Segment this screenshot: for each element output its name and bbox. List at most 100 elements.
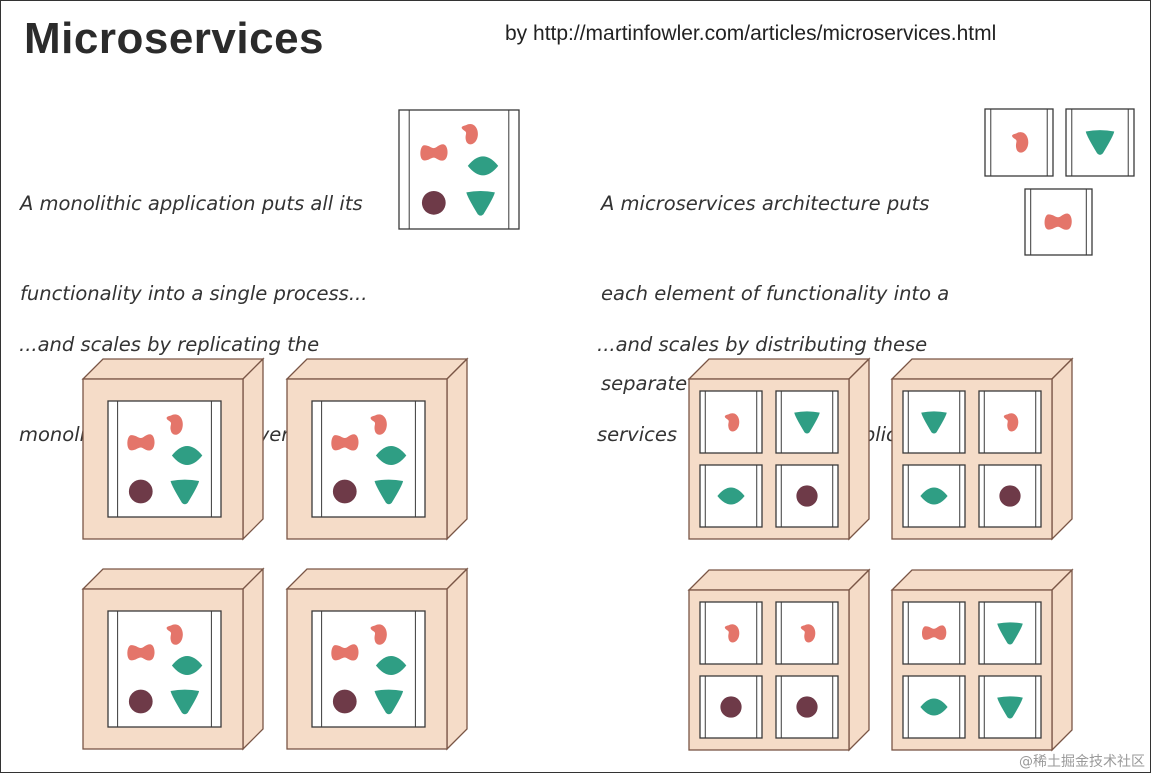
server-side-face bbox=[1051, 568, 1073, 752]
server-top-face bbox=[285, 568, 469, 590]
service-kidney bbox=[699, 601, 763, 665]
server-side-face bbox=[446, 357, 468, 541]
microservice-server bbox=[890, 357, 1074, 541]
caption-line: ...and scales by distributing these bbox=[597, 333, 928, 356]
triangle-shape-icon bbox=[466, 190, 495, 216]
circle-shape-icon bbox=[128, 479, 153, 504]
bone-shape-icon bbox=[921, 625, 947, 640]
server-top-face bbox=[285, 358, 469, 380]
service-triangle bbox=[902, 390, 966, 454]
process-box-border bbox=[107, 400, 222, 518]
server-top-face bbox=[687, 569, 871, 591]
triangle-shape-icon bbox=[170, 479, 200, 505]
page-title: Microservices bbox=[24, 14, 325, 63]
kidney-shape-icon bbox=[1003, 413, 1019, 432]
monolith-process bbox=[398, 109, 520, 230]
service-kidney bbox=[978, 390, 1042, 454]
triangle-shape-icon bbox=[997, 622, 1023, 645]
server-side-face bbox=[848, 357, 870, 541]
circle-shape-icon bbox=[421, 190, 446, 215]
circle-shape-icon bbox=[796, 696, 818, 718]
monolith-server bbox=[285, 357, 469, 541]
server-side-face bbox=[446, 567, 468, 751]
circle-shape-icon bbox=[796, 485, 818, 507]
microservice-server bbox=[890, 568, 1074, 752]
process-box-border bbox=[311, 610, 426, 728]
service-bone bbox=[902, 601, 966, 665]
monolith-server bbox=[81, 357, 265, 541]
caption-line: A microservices architecture puts bbox=[601, 192, 930, 215]
watermark: @稀土掘金技术社区 bbox=[1019, 754, 1145, 770]
bone-shape-icon bbox=[331, 434, 359, 451]
caption-line: each element of functionality into a bbox=[601, 282, 950, 305]
bone-shape-icon bbox=[127, 434, 155, 451]
caption-micro-service: A microservices architecture puts each e… bbox=[601, 129, 949, 429]
service-triangle bbox=[978, 601, 1042, 665]
process-box-border bbox=[398, 109, 520, 230]
monolith-process bbox=[107, 610, 222, 728]
service-kidney bbox=[699, 390, 763, 454]
monolith-server bbox=[285, 567, 469, 751]
triangle-shape-icon bbox=[794, 411, 820, 434]
diamond-shape-icon bbox=[375, 656, 407, 676]
process-box-border bbox=[311, 400, 426, 518]
server-side-face bbox=[1051, 357, 1073, 541]
triangle-shape-icon bbox=[374, 479, 404, 505]
service-circle bbox=[775, 464, 839, 528]
circle-shape-icon bbox=[332, 689, 357, 714]
server-side-face bbox=[242, 357, 264, 541]
kidney-shape-icon bbox=[166, 414, 183, 435]
diamond-shape-icon bbox=[920, 487, 948, 505]
server-side-face bbox=[848, 568, 870, 752]
bone-shape-icon bbox=[420, 144, 448, 161]
caption-line: functionality into a single process... bbox=[20, 282, 368, 305]
bone-shape-icon bbox=[1044, 213, 1072, 230]
diamond-shape-icon bbox=[375, 446, 407, 466]
bone-shape-icon bbox=[331, 644, 359, 661]
server-top-face bbox=[890, 358, 1074, 380]
triangle-shape-icon bbox=[1085, 130, 1115, 155]
kidney-shape-icon bbox=[166, 624, 183, 645]
service-diamond bbox=[902, 464, 966, 528]
circle-shape-icon bbox=[999, 485, 1021, 507]
triangle-shape-icon bbox=[921, 411, 947, 434]
kidney-shape-icon bbox=[800, 624, 816, 643]
microservice-server bbox=[687, 357, 871, 541]
server-top-face bbox=[890, 569, 1074, 591]
microservice-server bbox=[687, 568, 871, 752]
circle-shape-icon bbox=[128, 689, 153, 714]
monolith-server bbox=[81, 567, 265, 751]
diamond-shape-icon bbox=[920, 698, 948, 716]
diamond-shape-icon bbox=[171, 446, 203, 466]
diamond-shape-icon bbox=[467, 156, 499, 176]
service-bone bbox=[1024, 188, 1093, 256]
service-diamond bbox=[699, 464, 763, 528]
diamond-shape-icon bbox=[171, 656, 203, 676]
triangle-shape-icon bbox=[170, 689, 200, 715]
monolith-process bbox=[107, 400, 222, 518]
service-triangle bbox=[978, 675, 1042, 739]
caption-line: A monolithic application puts all its bbox=[20, 192, 363, 215]
kidney-shape-icon bbox=[461, 123, 478, 145]
service-circle bbox=[978, 464, 1042, 528]
triangle-shape-icon bbox=[997, 696, 1023, 719]
circle-shape-icon bbox=[332, 479, 357, 504]
service-kidney bbox=[984, 108, 1054, 177]
service-triangle bbox=[775, 390, 839, 454]
kidney-shape-icon bbox=[370, 624, 387, 645]
server-top-face bbox=[81, 568, 265, 590]
service-diamond bbox=[902, 675, 966, 739]
diamond-shape-icon bbox=[717, 487, 745, 505]
service-circle bbox=[699, 675, 763, 739]
source-credit: by http://martinfowler.com/articles/micr… bbox=[505, 22, 997, 45]
monolith-process bbox=[311, 610, 426, 728]
service-circle bbox=[775, 675, 839, 739]
monolith-process bbox=[311, 400, 426, 518]
bone-shape-icon bbox=[127, 644, 155, 661]
caption-line: ...and scales by replicating the bbox=[19, 333, 320, 356]
kidney-shape-icon bbox=[724, 624, 740, 643]
service-triangle bbox=[1065, 108, 1135, 177]
kidney-shape-icon bbox=[724, 413, 740, 432]
caption-monolith-process: A monolithic application puts all its fu… bbox=[20, 129, 367, 339]
